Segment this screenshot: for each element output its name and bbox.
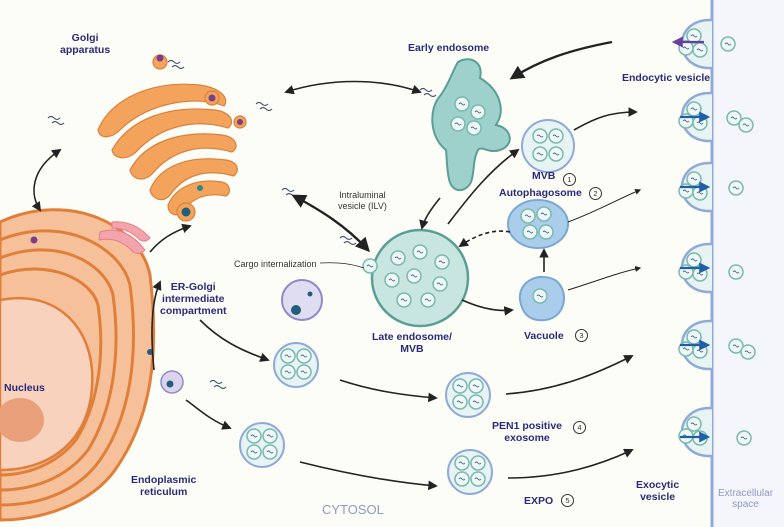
label-expo: EXPO (524, 495, 554, 507)
pathway-number-1: 1 (563, 173, 576, 186)
label-autophagosome: Autophagosome (499, 187, 582, 199)
autophagosome-shape (507, 199, 569, 249)
label-vacuole: Vacuole (524, 330, 564, 342)
label-er-line1: Endoplasmic (131, 474, 197, 486)
pathway-number-5: 5 (561, 494, 574, 507)
pen1-exosome-vesicle (446, 373, 490, 417)
label-late-endosome: Late endosome/ MVB (372, 331, 452, 355)
pathway-arrows (31, 40, 642, 491)
mvb-shape (521, 119, 575, 173)
label-exocytic-vesicle-line2: vesicle (640, 491, 676, 503)
label-intraluminal-line1: Intraluminal (339, 190, 386, 200)
expo-vesicle (448, 450, 492, 494)
early-endosome-shape (431, 58, 511, 192)
vacuole-shape (518, 275, 565, 322)
label-er: Endoplasmic reticulum (131, 474, 196, 498)
label-early-endosome: Early endosome (408, 42, 490, 54)
nucleus-shape (0, 296, 94, 472)
secretion-arrows (680, 111, 711, 443)
label-nucleus: Nucleus (4, 382, 45, 394)
golgi-shape (97, 54, 247, 222)
label-intraluminal-line2: vesicle (ILV) (338, 201, 387, 211)
label-pen1: PEN1 positive exosome (492, 420, 562, 444)
late-endosome-shape (362, 228, 470, 328)
label-cytosol: CYTOSOL (322, 502, 384, 517)
label-late-endosome-line2: MVB (400, 343, 424, 355)
label-pen1-line2: exosome (504, 432, 550, 444)
golgi-cargo-dots (30, 54, 243, 355)
label-extracellular-line1: Extracellular (718, 488, 774, 499)
label-er-golgi-line1: ER-Golgi (170, 281, 216, 293)
label-extracellular-line2: space (732, 499, 759, 510)
label-intraluminal: Intraluminal vesicle (ILV) (338, 190, 387, 212)
label-exocytic-vesicle-line1: Exocytic (636, 479, 680, 491)
label-er-golgi-line2: intermediate (162, 293, 225, 305)
label-endocytic-vesicle: Endocytic vesicle (622, 72, 711, 84)
pathway-number-4: 4 (573, 421, 586, 434)
pathway-number-2: 2 (589, 187, 602, 200)
vesicle-pathway-5 (240, 423, 284, 467)
small-vesicle-shapes (160, 279, 323, 394)
label-mvb: MVB (532, 170, 556, 182)
label-golgi-line2: apparatus (60, 44, 111, 56)
label-exocytic-vesicle: Exocytic vesicle (636, 479, 679, 503)
label-er-golgi: ER-Golgi intermediate compartment (160, 281, 227, 317)
er-golgi-intermediate-shape (98, 221, 151, 255)
label-cargo-internalization: Cargo internalization (234, 259, 317, 269)
label-extracellular: Extracellular space (718, 488, 773, 510)
vesicle-pathway-4 (274, 343, 318, 387)
label-late-endosome-line1: Late endosome/ (372, 331, 452, 343)
label-golgi-line1: Golgi (71, 32, 99, 44)
label-pen1-line1: PEN1 positive (492, 420, 563, 432)
label-golgi: Golgi apparatus (60, 32, 110, 56)
pathway-number-3: 3 (575, 329, 588, 342)
label-er-line2: reticulum (140, 486, 188, 498)
label-er-golgi-line3: compartment (160, 305, 227, 317)
